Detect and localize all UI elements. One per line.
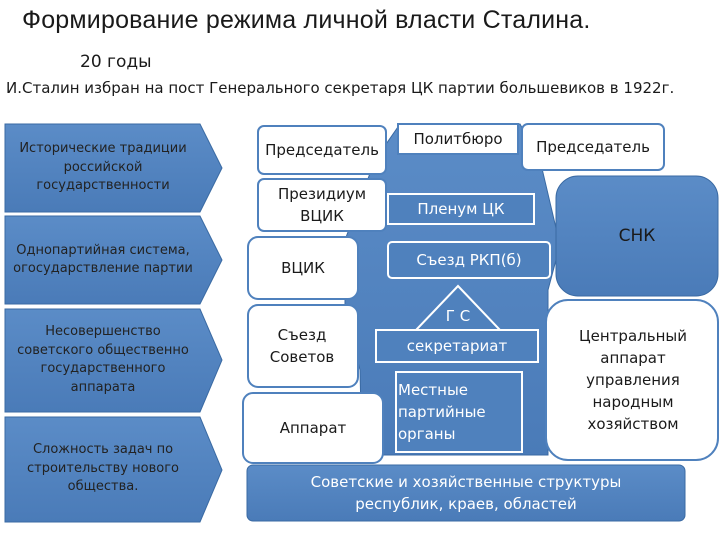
- politburo-label: Политбюро: [413, 130, 503, 148]
- congress-soviets-box: [247, 304, 359, 388]
- intro-text: И.Сталин избран на пост Генерального сек…: [6, 79, 675, 97]
- vtsik-box: [247, 236, 359, 300]
- central-apparatus-box: [545, 299, 719, 461]
- page-title: Формирование режима личной власти Сталин…: [22, 6, 591, 34]
- gs-label: Г С: [445, 307, 471, 325]
- factor-arrow-1: [4, 123, 223, 213]
- snk-box: [555, 175, 719, 297]
- state-chairman-label: Председатель: [265, 141, 379, 159]
- presidium-box: [257, 178, 387, 232]
- local-organs-label: Местные партийные органы: [398, 381, 486, 443]
- secretariat-label: секретариат: [406, 337, 508, 355]
- gov-chairman-box: [521, 123, 665, 171]
- snk-label: СНК: [618, 226, 656, 246]
- politburo-box: [397, 123, 519, 155]
- factor-one-party-system: Однопартийная система, огосударствление …: [13, 242, 193, 277]
- factor-historical-traditions: Исторические традиции российской государ…: [19, 141, 187, 194]
- vtsik-label: ВЦИК: [281, 259, 325, 277]
- gov-chairman-label: Председатель: [536, 138, 650, 156]
- central-apparatus-label: Центральный аппарат управления народным …: [579, 327, 687, 433]
- state-chairman-box: [257, 125, 387, 175]
- apparatus-label: Аппарат: [279, 419, 347, 437]
- factor-arrow-2: [4, 215, 223, 305]
- regional-structures-label: Советские и хозяйственные структуры респ…: [310, 473, 622, 513]
- page-subtitle: 20 годы: [80, 52, 152, 72]
- plenum-label: Пленум ЦК: [417, 200, 505, 218]
- plenum-box: [387, 193, 535, 225]
- congress-rkp-label: Съезд РКП(б): [416, 251, 522, 269]
- factor-complex-tasks: Сложность задач по строительству нового …: [27, 442, 179, 495]
- factor-arrow-3: [4, 308, 223, 413]
- factor-arrow-4: [4, 416, 223, 523]
- local-organs-box: [395, 371, 523, 453]
- congress-rkp-box: [387, 241, 551, 279]
- apparatus-box: [242, 392, 384, 464]
- congress-soviets-label: Съезд Советов: [269, 326, 335, 366]
- factor-imperfect-apparatus: Несовершенство советского общественно го…: [17, 324, 189, 395]
- regional-structures-box: [246, 464, 686, 522]
- secretariat-box: [375, 329, 539, 363]
- presidium-label: Президиум ВЦИК: [277, 185, 367, 225]
